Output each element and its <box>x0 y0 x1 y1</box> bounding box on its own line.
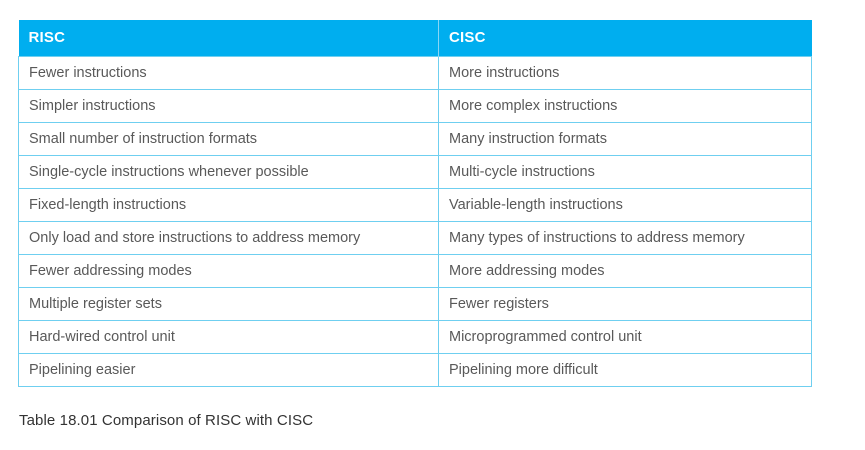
cell-cisc: More addressing modes <box>438 254 812 288</box>
cell-cisc: Pipelining more difficult <box>438 353 812 387</box>
cell-risc: Multiple register sets <box>18 287 439 321</box>
table-row: Small number of instruction formats Many… <box>18 122 812 156</box>
cell-risc: Hard-wired control unit <box>18 320 439 354</box>
table-body: Fewer instructions More instructions Sim… <box>18 56 812 387</box>
table-row: Single-cycle instructions whenever possi… <box>18 155 812 189</box>
cell-cisc: Many types of instructions to address me… <box>438 221 812 255</box>
cell-risc: Simpler instructions <box>18 89 439 123</box>
column-header-cisc: CISC <box>438 20 812 57</box>
table-row: Hard-wired control unit Microprogrammed … <box>18 320 812 354</box>
table-caption: Table 18.01 Comparison of RISC with CISC <box>19 412 314 429</box>
cell-risc: Pipelining easier <box>18 353 439 387</box>
cell-cisc: Variable-length instructions <box>438 188 812 222</box>
table-row: Fixed-length instructions Variable-lengt… <box>18 188 812 222</box>
table-header-row: RISC CISC <box>18 20 812 57</box>
cell-risc: Small number of instruction formats <box>18 122 439 156</box>
cell-cisc: More instructions <box>438 56 812 90</box>
table-row: Simpler instructions More complex instru… <box>18 89 812 123</box>
cell-risc: Single-cycle instructions whenever possi… <box>18 155 439 189</box>
table-row: Fewer addressing modes More addressing m… <box>18 254 812 288</box>
table-row: Multiple register sets Fewer registers <box>18 287 812 321</box>
cell-risc: Fewer addressing modes <box>18 254 439 288</box>
cell-risc: Only load and store instructions to addr… <box>18 221 439 255</box>
table-header: RISC CISC <box>18 20 812 57</box>
table-row: Pipelining easier Pipelining more diffic… <box>18 353 812 387</box>
cell-cisc: Many instruction formats <box>438 122 812 156</box>
cell-cisc: Microprogrammed control unit <box>438 320 812 354</box>
comparison-table-container: RISC CISC Fewer instructions More instru… <box>18 20 812 387</box>
column-header-risc: RISC <box>18 20 439 57</box>
table-row: Fewer instructions More instructions <box>18 56 812 90</box>
cell-risc: Fixed-length instructions <box>18 188 439 222</box>
cell-risc: Fewer instructions <box>18 56 439 90</box>
cell-cisc: Fewer registers <box>438 287 812 321</box>
cell-cisc: Multi-cycle instructions <box>438 155 812 189</box>
cell-cisc: More complex instructions <box>438 89 812 123</box>
table-row: Only load and store instructions to addr… <box>18 221 812 255</box>
risc-cisc-comparison-table: RISC CISC Fewer instructions More instru… <box>18 20 812 387</box>
